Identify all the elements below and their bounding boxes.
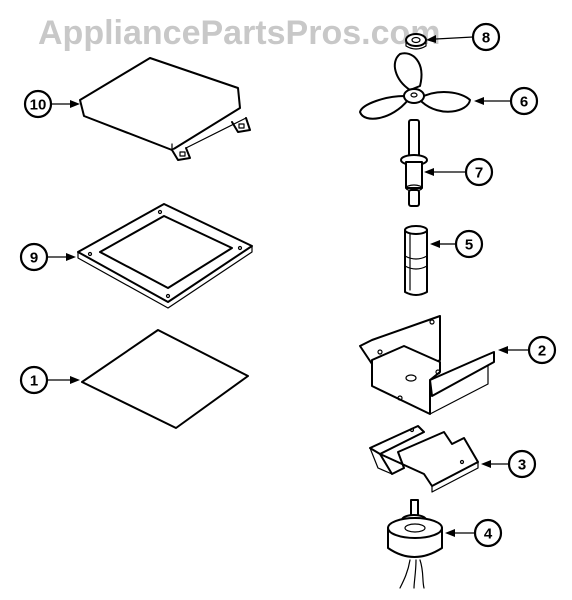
callout-2: 2 xyxy=(498,335,557,365)
callout-1: 1 xyxy=(19,365,80,395)
watermark-text: AppliancePartsPros.com xyxy=(38,14,440,52)
callout-8-label: 8 xyxy=(482,30,490,47)
callout-1-label: 1 xyxy=(30,373,38,390)
callout-10: 10 xyxy=(23,89,80,119)
callout-2-label: 2 xyxy=(538,343,546,360)
part-3-channel-bracket xyxy=(369,425,479,493)
callout-5: 5 xyxy=(430,229,484,259)
callout-6-label: 6 xyxy=(520,94,528,111)
callout-3: 3 xyxy=(481,449,537,479)
part-10-cover-plate xyxy=(79,57,251,161)
part-9-frame xyxy=(77,203,253,309)
callout-9-label: 9 xyxy=(30,250,38,267)
callout-8: 8 xyxy=(426,22,501,52)
callout-3-label: 3 xyxy=(518,457,526,474)
callout-7-label: 7 xyxy=(475,165,483,182)
callout-6: 6 xyxy=(474,86,539,116)
callout-9: 9 xyxy=(19,242,76,272)
part-4-motor xyxy=(387,499,443,589)
part-2-mounting-bracket xyxy=(359,315,495,415)
callout-10-label: 10 xyxy=(30,97,47,114)
part-6-fan-blade xyxy=(359,52,471,120)
callout-4-label: 4 xyxy=(484,526,493,543)
part-7-shaft xyxy=(400,119,428,207)
part-1-flat-sheet xyxy=(81,329,249,429)
callout-5-label: 5 xyxy=(465,237,473,254)
callout-7: 7 xyxy=(424,157,494,187)
part-5-coupling-sleeve xyxy=(404,225,428,296)
callout-4: 4 xyxy=(445,518,503,548)
